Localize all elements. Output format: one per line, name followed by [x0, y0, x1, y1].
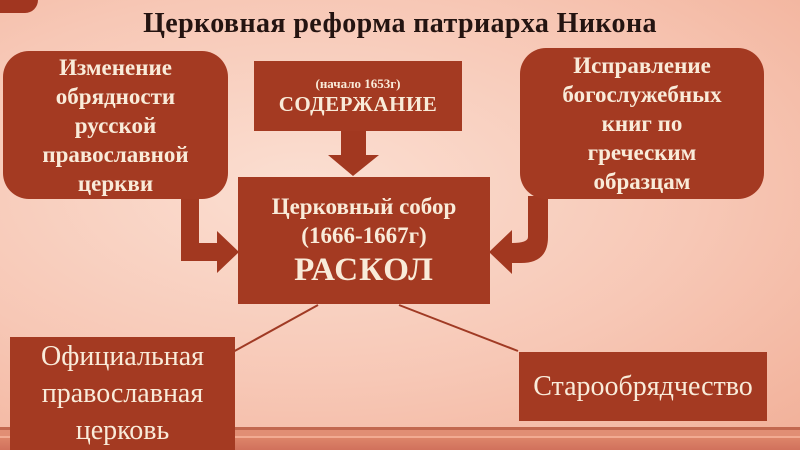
box-ritual-change-line: церкви	[77, 170, 154, 196]
box-ritual-change-line: обрядности	[55, 83, 176, 109]
box-old-believers: Старообрядчество	[519, 352, 767, 421]
box-ritual-change-line: православной	[42, 141, 189, 167]
box-council-schism-label: РАСКОЛ	[294, 251, 434, 288]
down-arrow-icon	[328, 131, 379, 176]
box-books-correction-line: греческим	[587, 140, 697, 165]
box-official-church-line: православная	[41, 378, 204, 409]
connector-line-old-believers	[398, 304, 519, 352]
box-books-correction-line: книг по	[601, 111, 683, 136]
box-books-correction-line: Исправление	[573, 53, 711, 78]
box-ritual-change-line: Изменение	[59, 54, 172, 80]
box-books-correction-line: богослужебных	[562, 82, 722, 107]
floor-band-mid	[0, 430, 800, 436]
box-content-date: (начало 1653г)	[315, 76, 401, 91]
box-ritual-change: Изменение обрядности русской православно…	[3, 51, 228, 199]
box-books-correction: Исправление богослужебных книг по гречес…	[520, 48, 764, 199]
box-official-church-line: Официальная	[40, 341, 205, 372]
slide-title: Церковная реформа патриарха Никона	[143, 8, 657, 39]
box-content: (начало 1653г) СОДЕРЖАНИЕ	[254, 61, 462, 131]
box-official-church: Официальная православная церковь	[10, 337, 235, 450]
box-content-label: СОДЕРЖАНИЕ	[278, 92, 438, 116]
box-books-correction-line: образцам	[593, 169, 691, 194]
box-official-church-line: церковь	[75, 415, 170, 446]
box-old-believers-label: Старообрядчество	[533, 370, 753, 402]
box-council-line: Церковный собор	[271, 193, 457, 219]
box-ritual-change-line: русской	[74, 112, 157, 138]
box-council-schism: Церковный собор (1666-1667г) РАСКОЛ	[238, 177, 490, 304]
connector-line-official	[230, 304, 319, 354]
floor-band-dark-line	[0, 427, 800, 430]
right-elbow-arrow-icon	[489, 196, 548, 274]
left-elbow-arrow-icon	[181, 198, 239, 273]
corner-accent-shape	[0, 0, 38, 13]
box-council-years: (1666-1667г)	[301, 222, 427, 248]
floor-band-light-line	[0, 436, 800, 438]
